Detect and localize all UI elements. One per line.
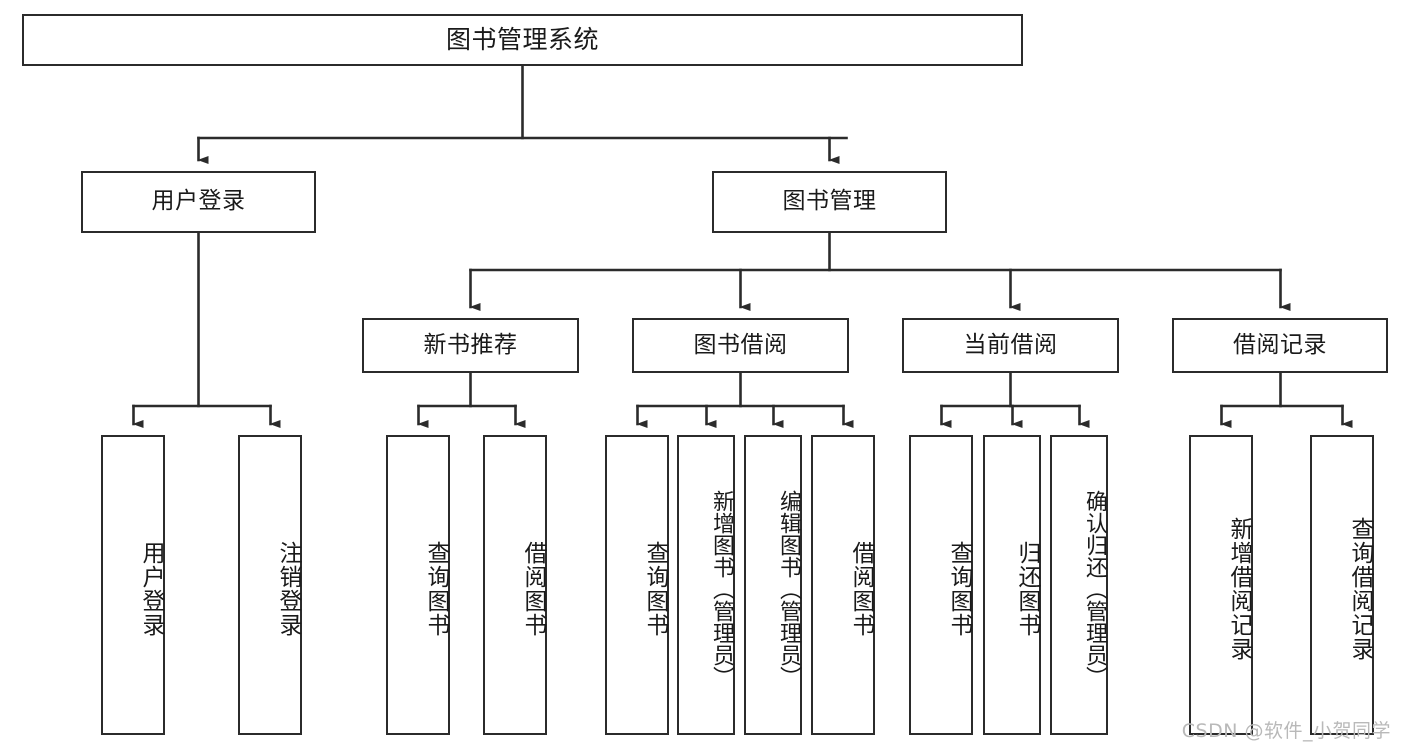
node-leaf-query-record[interactable]: 查询借阅记录 (1310, 435, 1374, 735)
node-leaf-borrow-book-1-label: 借阅图书 (520, 541, 546, 637)
node-leaf-query-book-1[interactable]: 查询图书 (386, 435, 450, 735)
node-leaf-add-book-label: 新增图书（管理员） (709, 490, 734, 688)
node-leaf-return-book-label: 归还图书 (1014, 541, 1040, 637)
node-leaf-return-book[interactable]: 归还图书 (983, 435, 1041, 735)
node-leaf-add-record-label: 新增借阅记录 (1226, 517, 1252, 661)
node-new-book-rec[interactable]: 新书推荐 (362, 318, 579, 373)
node-leaf-borrow-book-2[interactable]: 借阅图书 (811, 435, 875, 735)
node-current-borrow[interactable]: 当前借阅 (902, 318, 1119, 373)
node-leaf-edit-book[interactable]: 编辑图书（管理员） (744, 435, 802, 735)
node-book-borrow[interactable]: 图书借阅 (632, 318, 849, 373)
node-user-login[interactable]: 用户登录 (81, 171, 316, 233)
node-leaf-query-record-label: 查询借阅记录 (1347, 517, 1373, 661)
node-current-borrow-label: 当前借阅 (963, 331, 1058, 358)
node-book-borrow-label: 图书借阅 (693, 331, 788, 358)
node-book-manage-label: 图书管理 (782, 188, 877, 215)
node-leaf-user-login[interactable]: 用户登录 (101, 435, 165, 735)
node-borrow-record[interactable]: 借阅记录 (1172, 318, 1388, 373)
node-borrow-record-label: 借阅记录 (1233, 331, 1327, 358)
node-root-label: 图书管理系统 (445, 25, 599, 54)
node-new-book-rec-label: 新书推荐 (423, 331, 518, 358)
node-book-manage[interactable]: 图书管理 (712, 171, 947, 233)
node-leaf-add-record[interactable]: 新增借阅记录 (1189, 435, 1253, 735)
node-leaf-user-login-label: 用户登录 (138, 541, 164, 637)
node-user-login-label: 用户登录 (151, 188, 246, 215)
node-leaf-logout-label: 注销登录 (275, 541, 301, 637)
node-leaf-query-book-3-label: 查询图书 (946, 541, 972, 637)
node-leaf-add-book[interactable]: 新增图书（管理员） (677, 435, 735, 735)
node-root[interactable]: 图书管理系统 (22, 14, 1023, 66)
node-leaf-edit-book-label: 编辑图书（管理员） (776, 490, 801, 688)
node-leaf-query-book-2[interactable]: 查询图书 (605, 435, 669, 735)
node-leaf-query-book-2-label: 查询图书 (642, 541, 668, 637)
node-leaf-logout[interactable]: 注销登录 (238, 435, 302, 735)
node-leaf-borrow-book-2-label: 借阅图书 (848, 541, 874, 637)
node-leaf-confirm-return-label: 确认归还（管理员） (1082, 490, 1107, 688)
node-leaf-borrow-book-1[interactable]: 借阅图书 (483, 435, 547, 735)
node-leaf-query-book-1-label: 查询图书 (423, 541, 449, 637)
node-leaf-confirm-return[interactable]: 确认归还（管理员） (1050, 435, 1108, 735)
node-leaf-query-book-3[interactable]: 查询图书 (909, 435, 973, 735)
